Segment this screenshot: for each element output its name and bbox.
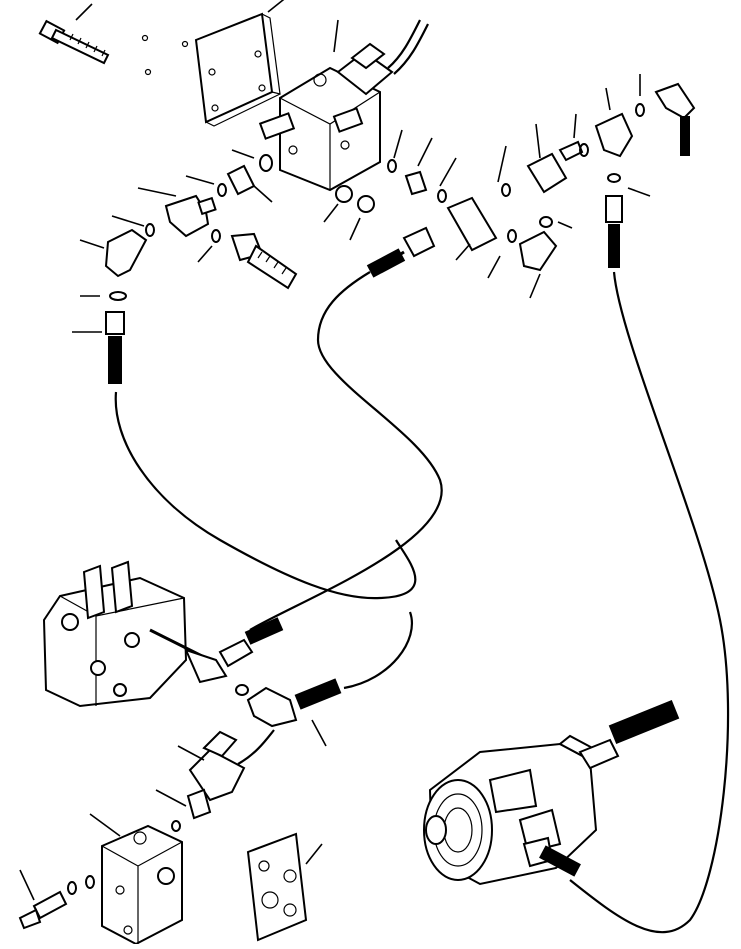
callout-leaders <box>19 0 651 901</box>
hydraulic-pump <box>423 699 680 886</box>
solenoid-lower <box>171 729 275 832</box>
cartridge-valve <box>18 875 95 930</box>
fitting-cluster-center <box>249 159 558 631</box>
fitting-cluster-left <box>104 154 417 600</box>
control-valve-assembly <box>42 560 413 728</box>
mounting-bolt <box>38 19 110 65</box>
fitting-cluster-right <box>501 82 730 934</box>
valve-block-lower <box>101 824 183 946</box>
seal-kit <box>246 832 308 942</box>
mounting-plate <box>141 12 281 127</box>
valve-block-upper <box>258 66 381 192</box>
solenoid-coil-upper <box>336 19 429 96</box>
